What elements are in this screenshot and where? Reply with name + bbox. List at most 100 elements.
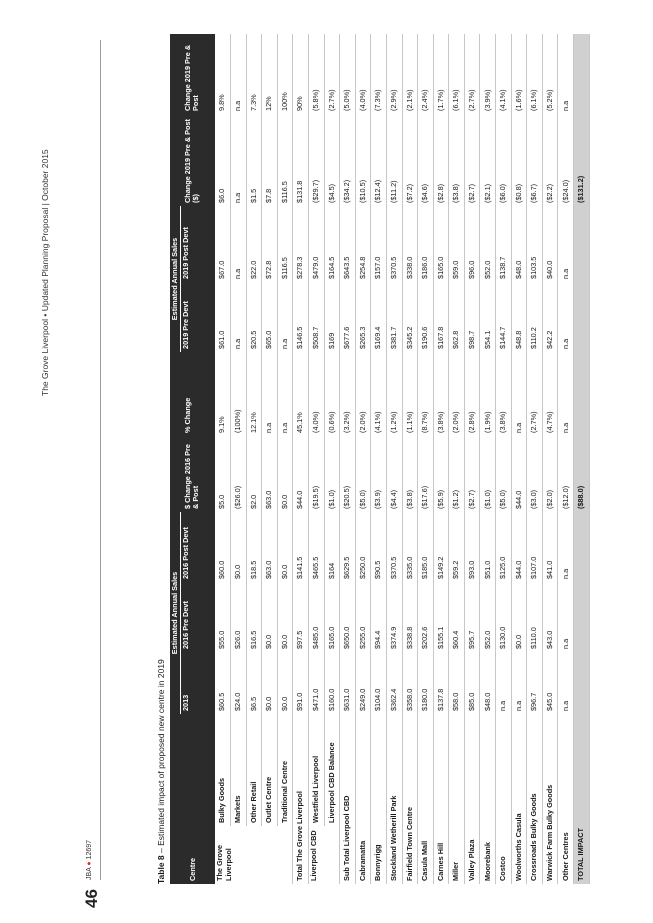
row-value: $479.0 [308,205,325,282]
row-value: $169.4 [370,281,387,352]
row-value: (2.0%) [355,351,371,436]
row-value: n.a [230,205,247,282]
row-value: ($29.7) [308,113,325,206]
header-2019-pre: 2019 Pre Devt [180,281,216,352]
row-value: $249.0 [355,652,371,714]
row-value: $65.0 [261,281,278,352]
total-change-2019: ($131.2) [573,113,590,206]
row-value: $137.8 [433,652,449,714]
header-2019-post: 2019 Post Devt [180,205,216,282]
row-value: $0.0 [277,511,293,582]
row-value: n.a [511,652,527,714]
row-value: $5.0 [215,435,231,512]
row-value: 90% [292,33,309,114]
row-value: ($4.4) [386,435,403,512]
table-row: Sub Total Liverpool CBD$631.0$650.0$629.… [339,33,356,884]
row-value: ($2.8) [433,113,449,206]
row-centre-name: Cabramatta [355,714,371,884]
row-value: ($17.6) [417,435,434,512]
row-value: ($2.7) [464,113,480,206]
row-value: $165.0 [433,205,449,282]
brand-label: JBA ● 12697 [86,840,93,880]
row-centre-name: Moorebank [479,714,496,884]
row-value: $144.7 [495,281,512,352]
row-value: $59.0 [448,205,465,282]
row-value: $278.3 [292,205,309,282]
row-value: (2.4%) [417,33,434,114]
row-value: $116.5 [277,113,293,206]
row-value: $254.8 [355,205,371,282]
row-value: 9.8% [215,33,231,114]
row-value: $265.3 [355,281,371,352]
row-value: $169 [324,281,340,352]
brand-dot-icon: ● [86,859,93,868]
row-value: (4.0%) [308,351,325,436]
row-value: ($3.9) [370,435,387,512]
row-value: n.a [230,281,247,352]
impact-table: Centre Estimated Annual Sales $ Change 2… [170,33,590,884]
total-change-2016: ($88.0) [573,435,590,512]
row-value: $93.0 [464,511,480,582]
row-value: $2.0 [246,435,262,512]
row-value: (1.1%) [402,351,418,436]
row-value: $370.5 [386,205,403,282]
row-sub-centre-name: Outlet Centre [261,714,278,826]
row-value: $1.5 [246,113,262,206]
table-title: Table 8 – Estimated impact of proposed n… [156,659,166,884]
row-value: $0.0 [277,435,293,512]
row-value: ($10.5) [355,113,371,206]
row-sub-centre-name: Other Retail [246,714,262,826]
row-value: $362.4 [386,652,403,714]
row-value: $631.0 [339,652,356,714]
total-empty-cell [573,582,590,652]
row-value: ($5.0) [495,435,512,512]
row-centre-name: Fairfield Town Centre [402,714,418,884]
row-value: 9.1% [215,351,231,436]
row-value: $155.1 [433,582,449,652]
row-value: ($4.5) [324,113,340,206]
row-centre-name: Bonnyrigg [370,714,387,884]
header-centre: Centre [170,714,216,884]
table-row: Bonnyrigg$104.0$94.4$90.5($3.9)(4.1%)$16… [370,33,387,884]
row-value: $141.5 [292,511,309,582]
table-row: Valley Plaza$85.0$95.7$93.0($2.7)(2.8%)$… [464,33,480,884]
total-impact-row: TOTAL IMPACT($88.0)($131.2) [573,33,590,884]
total-empty-cell [573,33,590,114]
row-value: ($1.0) [324,435,340,512]
row-value: $643.5 [339,205,356,282]
header-change-2016: $ Change 2016 Pre & Post [170,435,216,512]
row-value: ($4.6) [417,113,434,206]
table-row: Casula Mall$180.0$202.6$185.0($17.6)(8.7… [417,33,434,884]
row-value: $338.0 [402,205,418,282]
row-value: $374.9 [386,582,403,652]
table-row: Moorebank$48.0$52.0$51.0($1.0)(1.9%)$54.… [479,33,496,884]
row-value: $55.0 [215,582,231,652]
row-value: $0.0 [261,582,278,652]
row-value: $508.7 [308,281,325,352]
row-value: $650.0 [339,582,356,652]
table-row: Miller$58.0$60.4$59.2($1.2)(2.0%)$62.8$5… [448,33,465,884]
row-value: $22.0 [246,205,262,282]
row-centre-name: Stockland Wetherill Park [386,714,403,884]
row-value: ($2.7) [464,435,480,512]
row-centre-name: The Grove Liverpool [215,826,293,884]
row-value: (2.7%) [324,33,340,114]
row-value: (7.3%) [370,33,387,114]
row-value: $250.0 [355,511,371,582]
row-centre-name: Crossroads Bulky Goods [526,714,543,884]
row-value: ($5.9) [433,435,449,512]
row-value: $85.0 [464,652,480,714]
row-value: ($6.0) [495,113,512,206]
row-value: $335.0 [402,511,418,582]
row-value: n.a [230,113,247,206]
row-value: $345.2 [402,281,418,352]
row-value: $485.0 [308,582,325,652]
page-number: 46 [82,889,101,908]
row-value: n.a [557,281,574,352]
row-value: (0.6%) [324,351,340,436]
row-value: $7.8 [261,113,278,206]
row-value: $186.0 [417,205,434,282]
row-value: n.a [495,652,512,714]
